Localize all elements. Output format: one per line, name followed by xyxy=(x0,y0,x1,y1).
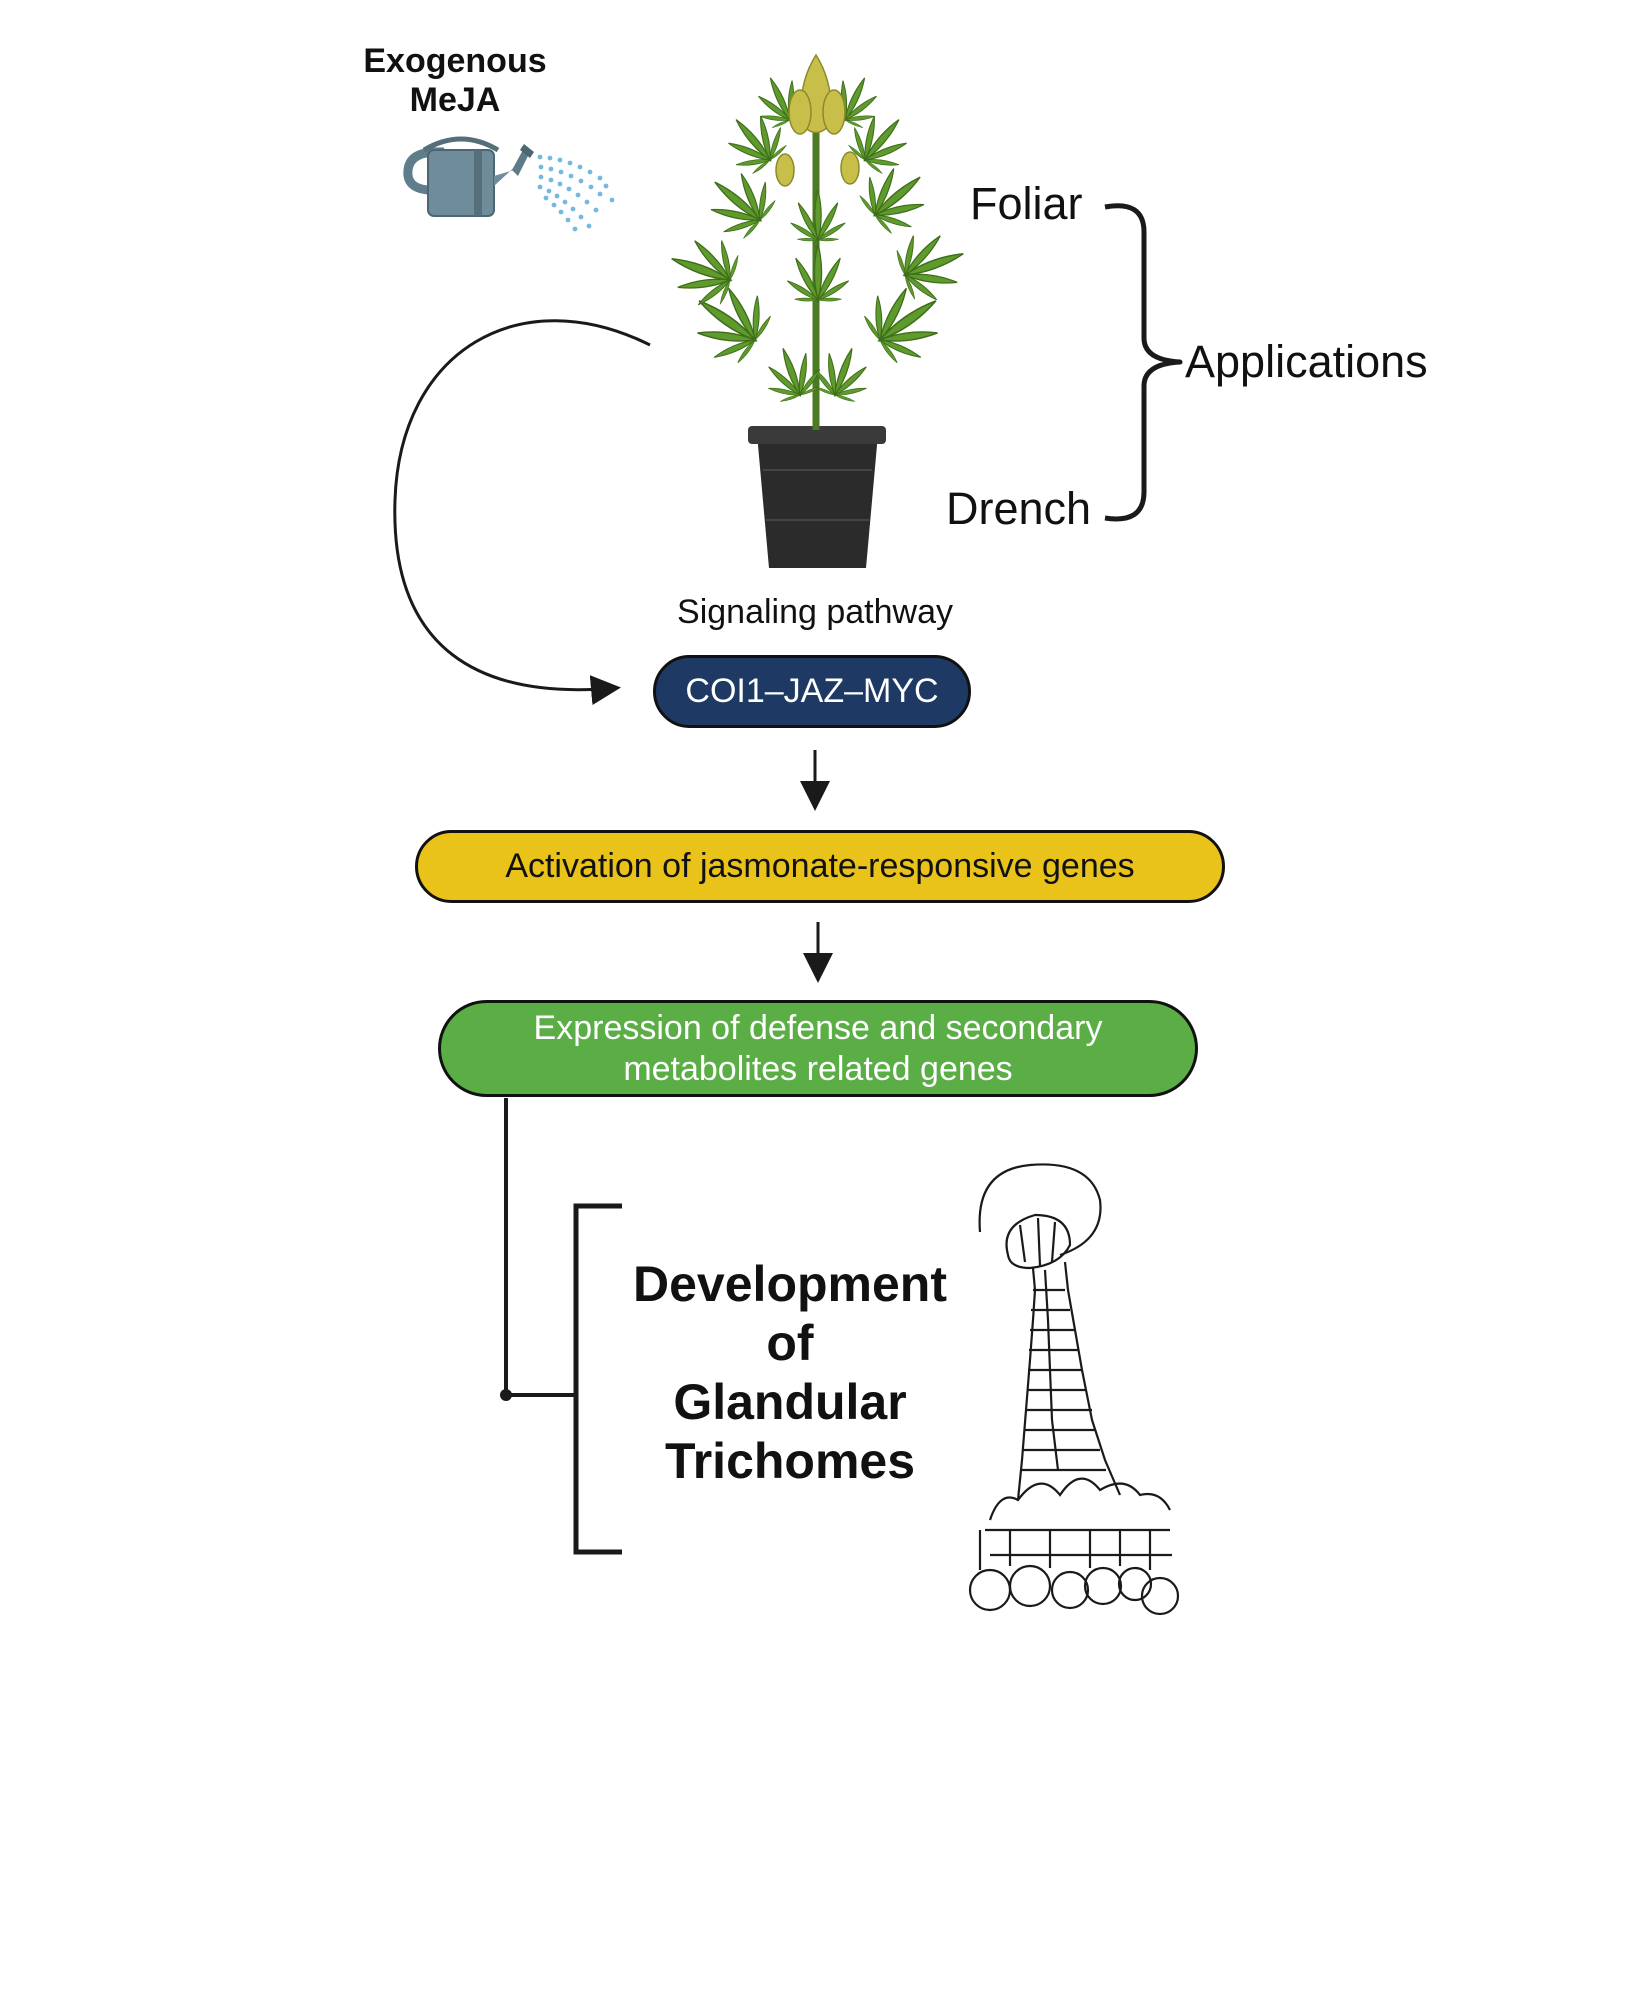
activation-label: Activation of jasmonate-responsive genes xyxy=(505,847,1135,885)
curved-arrow xyxy=(393,319,651,706)
expression-box: Expression of defense and secondary meta… xyxy=(438,1000,1198,1097)
exogenous-label: Exogenous xyxy=(363,42,547,80)
applications-label: Applications xyxy=(1185,336,1428,387)
expression-label-line1: Expression of defense and secondary xyxy=(533,1008,1103,1047)
outcome-line-3: Glandular xyxy=(673,1374,907,1430)
development-of-glandular-trichomes-label: Development of Glandular Trichomes xyxy=(600,1255,980,1491)
glandular-trichome-illustration xyxy=(968,1163,1180,1616)
coi1-jaz-myc-box: COI1–JAZ–MYC xyxy=(653,655,971,728)
expression-label-line2: metabolites related genes xyxy=(623,1049,1013,1088)
foliar-label: Foliar xyxy=(970,178,1083,229)
applications-brace xyxy=(1104,203,1183,522)
outcome-bracket xyxy=(573,1203,622,1555)
outcome-connector xyxy=(500,1098,575,1401)
meja-label: MeJA xyxy=(409,81,501,120)
outcome-line-2: of xyxy=(766,1315,814,1371)
signaling-pathway-caption: Signaling pathway xyxy=(677,593,953,631)
potted-cannabis-plant-icon xyxy=(660,53,976,568)
watering-can-icon xyxy=(403,136,534,217)
coi1-jaz-myc-label: COI1–JAZ–MYC xyxy=(685,672,939,710)
exogenous-meja-label: Exogenous MeJA xyxy=(355,42,555,120)
drench-label: Drench xyxy=(946,483,1092,534)
outcome-line-4: Trichomes xyxy=(664,1433,916,1489)
activation-box: Activation of jasmonate-responsive genes xyxy=(415,830,1225,903)
outcome-line-1: Development xyxy=(633,1256,947,1312)
water-spray-icon xyxy=(537,154,615,232)
